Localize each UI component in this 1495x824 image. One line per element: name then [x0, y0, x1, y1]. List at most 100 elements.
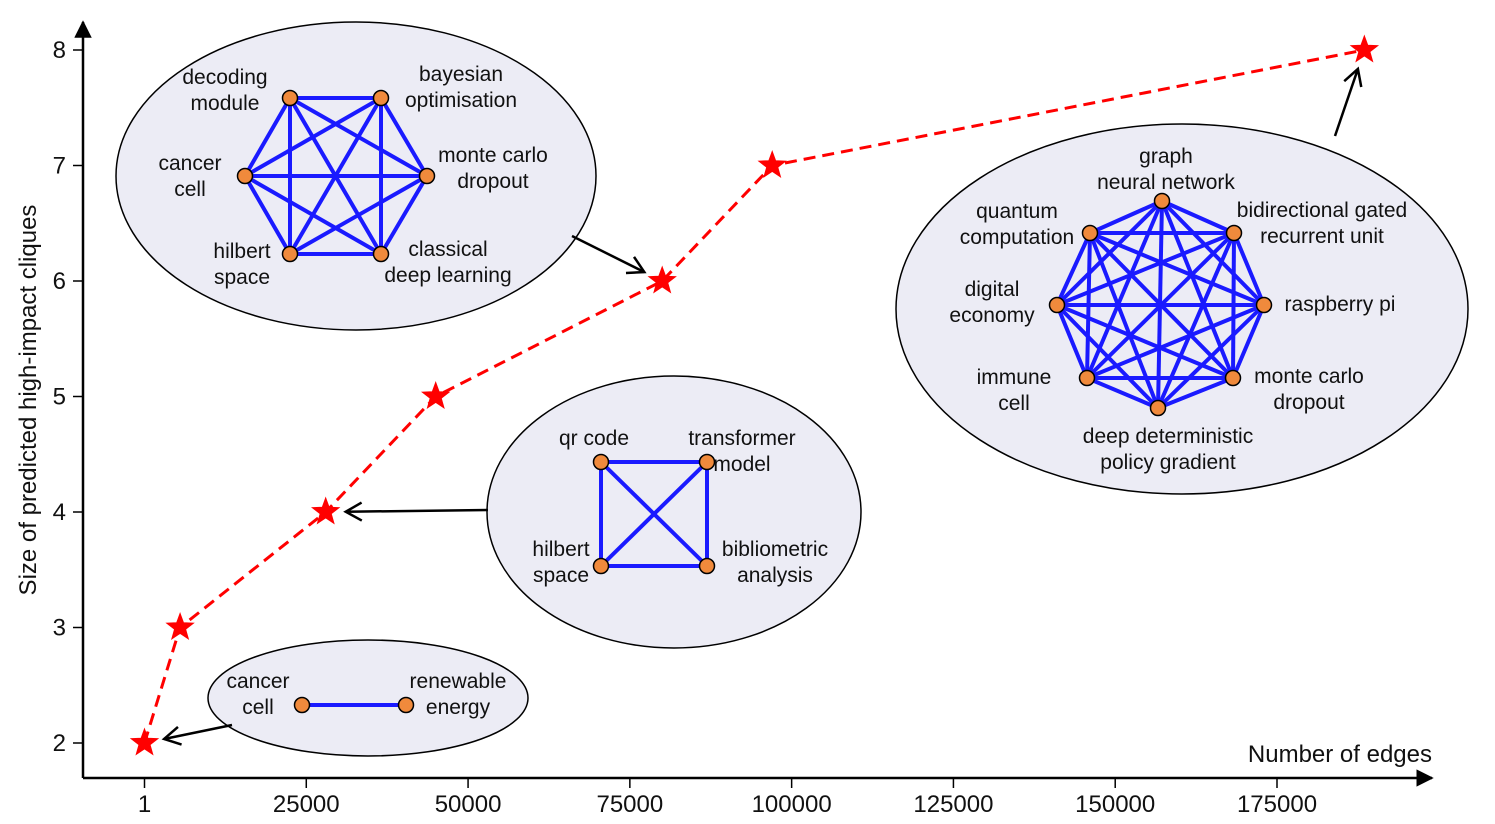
- clique-node-label: monte carlo: [1254, 365, 1364, 388]
- clique-edge: [1231, 304, 1266, 379]
- clique-node-label: space: [214, 266, 270, 289]
- clique-node: [1081, 224, 1099, 242]
- x-tick-label: 25000: [273, 791, 340, 818]
- clique-node: [1153, 192, 1171, 210]
- pointer-arrow-head: [1343, 66, 1363, 88]
- clique-node: [372, 89, 390, 107]
- series-point-star: [421, 381, 451, 410]
- clique-node-label: bibliometric: [722, 538, 828, 561]
- clique-node: [281, 89, 299, 107]
- series-point-star: [165, 612, 195, 641]
- clique-node-label: cell: [174, 178, 206, 201]
- clique-node-label: deep learning: [384, 264, 511, 287]
- y-tick-label: 8: [53, 37, 66, 64]
- clique-edge: [1088, 231, 1235, 380]
- clique-edge: [243, 175, 292, 255]
- clique-edge: [243, 97, 292, 177]
- x-tick-label: 125000: [913, 791, 993, 818]
- clique-edge: [1089, 199, 1163, 235]
- clique-edge: [1085, 232, 1092, 379]
- y-tick-label: 2: [53, 730, 66, 757]
- clique-node: [1149, 399, 1167, 417]
- clique-edge: [379, 96, 429, 178]
- clique-node-label: policy gradient: [1100, 451, 1236, 474]
- clique-node-label: cell: [998, 392, 1030, 415]
- x-tick-label: 1: [138, 791, 151, 818]
- clique-inset-size-6: decodingmodulebayesianoptimisationmonte …: [115, 21, 647, 331]
- clique-edge: [1232, 232, 1266, 306]
- clique-edge: [244, 174, 382, 256]
- clique-edge: [379, 174, 429, 256]
- clique-node-label: transformer: [688, 427, 795, 450]
- clique-node-label: recurrent unit: [1260, 225, 1384, 248]
- clique-node-label: renewable: [410, 670, 507, 693]
- clique-node: [698, 557, 716, 575]
- y-axis-label: Size of predicted high-impact cliques: [15, 205, 42, 596]
- clique-edge: [1055, 232, 1092, 306]
- clique-ellipse: [486, 375, 862, 649]
- clique-node-label: monte carlo: [438, 144, 548, 167]
- clique-node-label: computation: [960, 226, 1074, 249]
- x-axis-label: Number of edges: [1248, 741, 1432, 768]
- clique-edge: [1056, 231, 1235, 307]
- clique-node-label: immune: [977, 366, 1052, 389]
- clique-node-label: classical: [408, 238, 487, 261]
- pointer-arrow-shaft: [571, 234, 645, 274]
- clique-node: [698, 453, 716, 471]
- clique-node-label: model: [713, 453, 770, 476]
- clique-node-label: space: [533, 564, 589, 587]
- clique-node-label: hilbert: [532, 538, 589, 561]
- clique-node-label: optimisation: [405, 89, 517, 112]
- clique-edge: [1157, 376, 1234, 410]
- y-tick-label: 6: [53, 268, 66, 295]
- clique-node: [397, 696, 415, 714]
- y-tick-label: 4: [53, 499, 66, 526]
- series-point-star: [129, 727, 160, 756]
- clique-node-label: cell: [242, 696, 274, 719]
- clique-node-label: qr code: [559, 427, 629, 450]
- clique-edge: [289, 174, 428, 256]
- clique-node-label: cancer: [226, 670, 289, 693]
- y-tick-label: 3: [53, 615, 66, 642]
- clique-node: [1078, 369, 1096, 387]
- clique-node: [592, 557, 610, 575]
- clique-node: [293, 696, 311, 714]
- pointer-arrow-head: [343, 501, 363, 522]
- clique-node-label: quantum: [976, 200, 1058, 223]
- clique-ellipse: [895, 123, 1469, 495]
- clique-node-label: economy: [949, 304, 1035, 327]
- clique-inset-size-4: qr code transformer model bibliometric analy…: [343, 375, 862, 649]
- clique-node-label: hilbert: [213, 240, 270, 263]
- clique-node: [592, 453, 610, 471]
- clique-node: [1255, 296, 1273, 314]
- clique-node: [236, 167, 254, 185]
- clique-edge: [1089, 231, 1265, 307]
- clique-node-label: digital: [965, 278, 1020, 301]
- clique-node-label: raspberry pi: [1285, 293, 1396, 316]
- series-layer: [129, 34, 1380, 756]
- clique-edge: [1055, 303, 1160, 410]
- pointer-arrow-head: [625, 256, 647, 275]
- clique-node: [418, 167, 436, 185]
- clique-edge: [1088, 232, 1160, 409]
- clique-node: [1224, 369, 1242, 387]
- pointer-arrow-head: [161, 725, 182, 746]
- clique-node-label: bidirectional gated: [1237, 199, 1407, 222]
- clique-node-label: cancer: [158, 152, 221, 175]
- clique-node: [281, 245, 299, 263]
- x-tick-label: 50000: [435, 791, 502, 818]
- clique-node-label: decoding: [182, 66, 267, 89]
- clique-node: [372, 245, 390, 263]
- y-tick-label: 5: [53, 384, 66, 411]
- clique-ellipse: [207, 639, 529, 757]
- pointer-arrow-shaft: [345, 508, 489, 514]
- clique-node-label: module: [191, 92, 260, 115]
- clique-node-label: analysis: [737, 564, 813, 587]
- series-point-star: [310, 496, 341, 525]
- clique-edge: [244, 96, 382, 178]
